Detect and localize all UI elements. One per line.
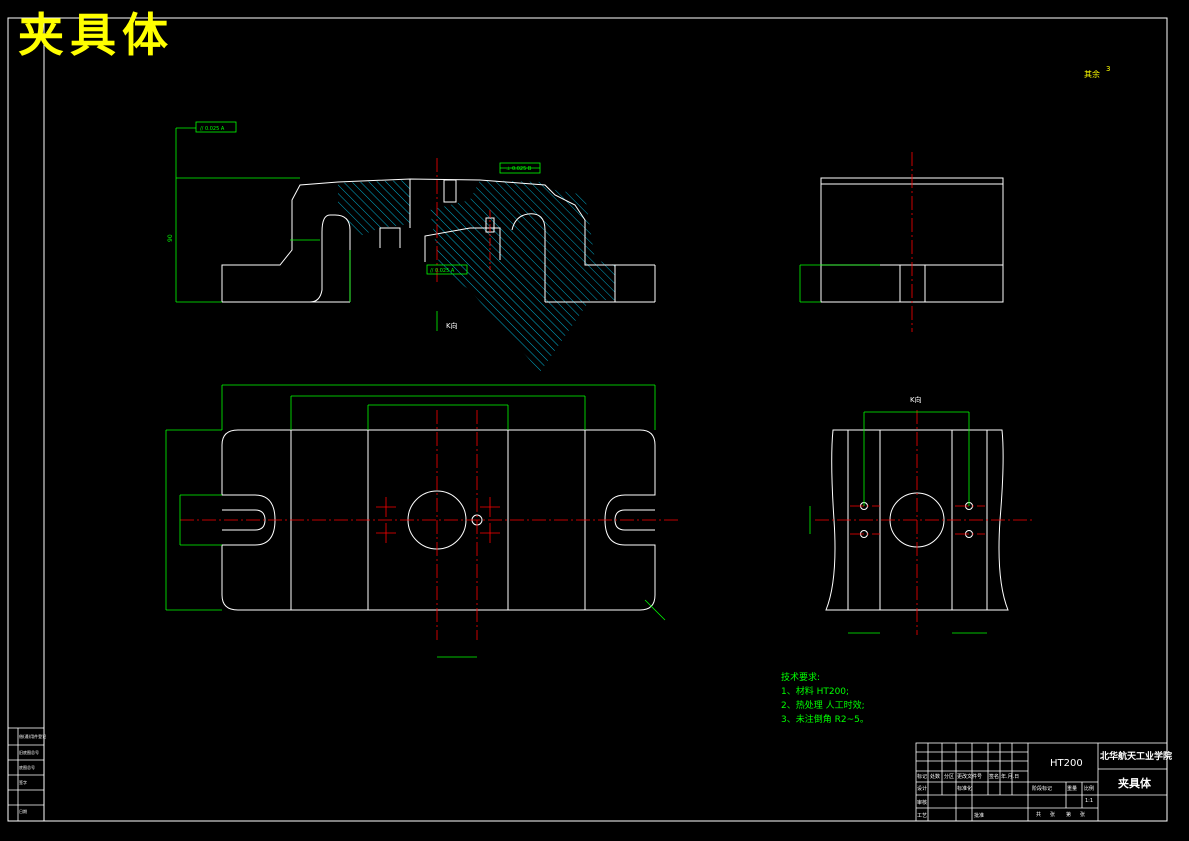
- drawing-title: 夹具体: [18, 8, 174, 62]
- roughness-value: 3: [1106, 65, 1111, 73]
- title-block-material: HT200: [1050, 758, 1083, 769]
- sign-cell: 审核: [917, 800, 928, 806]
- inner-frame: [43, 17, 1168, 822]
- title-block-stage: 阶段标记: [1032, 786, 1053, 792]
- sign-cell: 更改文件号: [957, 774, 983, 780]
- section-label-k: K向: [446, 321, 458, 330]
- sign-cell: 工艺: [917, 813, 928, 819]
- left-strip-cell: 借(通)用件登记: [19, 734, 47, 739]
- left-strip: [7, 727, 45, 822]
- sign-cell: 分区: [944, 774, 955, 780]
- sign-cell: 年.月.日: [1001, 774, 1020, 780]
- left-strip-cell: 日期: [19, 809, 27, 814]
- svg-text:90: 90: [167, 234, 174, 242]
- title-block-sheet: 张: [1080, 812, 1086, 818]
- k-view-label: K向: [910, 395, 922, 404]
- section-view: K向 90 // 0.025 A ⊥ 0.025 B // 0.025 A: [167, 121, 656, 372]
- title-block-drawing-name: 夹具体: [1118, 777, 1151, 790]
- sign-cell: 签名: [989, 774, 1000, 780]
- roughness-note: 其余: [1084, 70, 1100, 79]
- title-block-sheet: 共: [1036, 812, 1042, 818]
- left-strip-cell: 旧底图总号: [19, 750, 39, 755]
- section-hatch-right: [430, 180, 615, 372]
- svg-text:// 0.025 A: // 0.025 A: [430, 268, 455, 274]
- svg-text:// 0.025 A: // 0.025 A: [200, 126, 225, 132]
- title-block-sheet: 张: [1050, 812, 1056, 818]
- left-strip-cell: 底图总号: [19, 765, 35, 770]
- outer-frame: [7, 17, 1168, 822]
- sign-cell: 标记: [917, 774, 928, 780]
- sign-cell: 标准化: [957, 786, 973, 792]
- tech-requirement-item: 1、材料 HT200;: [781, 687, 850, 697]
- tech-requirements-heading: 技术要求:: [781, 673, 821, 683]
- sign-cell: 批准: [974, 813, 985, 819]
- sign-cell: 设计: [917, 786, 928, 792]
- svg-text:⊥ 0.025 B: ⊥ 0.025 B: [506, 166, 532, 172]
- tech-requirement-item: 2、热处理 人工时效;: [781, 701, 865, 711]
- left-strip-cell: 签字: [19, 780, 27, 785]
- title-block-weight: 重量: [1067, 786, 1078, 792]
- tech-requirement-item: 3、未注倒角 R2~5。: [781, 715, 869, 725]
- title-block-scale-label: 比例: [1084, 786, 1095, 792]
- title-block-school: 北华航天工业学院: [1100, 752, 1173, 762]
- title-block-scale: 1:1: [1085, 798, 1094, 804]
- sign-cell: 处数: [930, 774, 941, 780]
- title-block-sheet: 第: [1066, 812, 1072, 818]
- section-hatch-left: [338, 180, 410, 236]
- title-block-grid: [915, 742, 1168, 822]
